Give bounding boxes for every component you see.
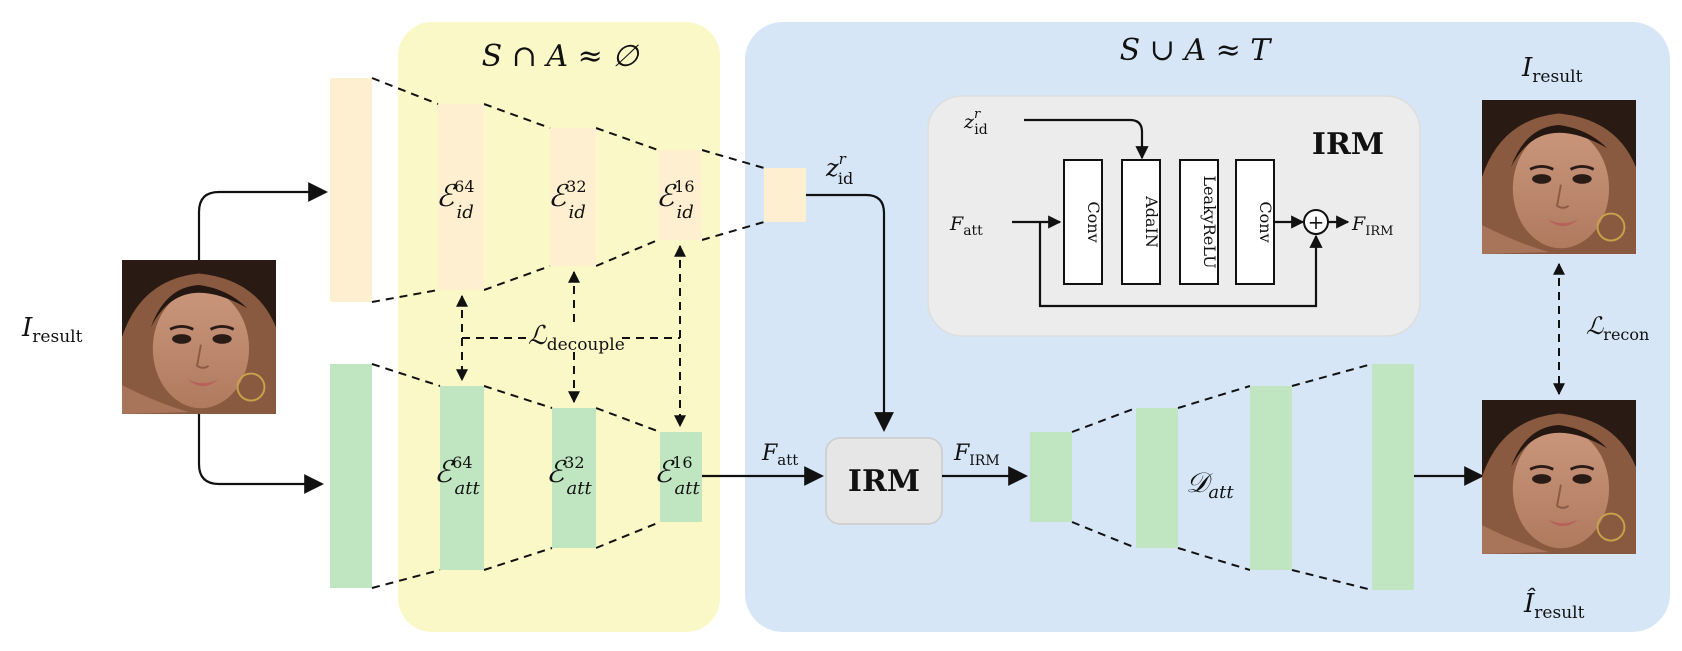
recon-loss-label: ℒrecon	[1586, 312, 1649, 344]
output-bottom-label: Îresult	[1523, 587, 1585, 623]
decoder-layer-1	[1030, 432, 1072, 522]
input-label: Iresult	[21, 313, 83, 347]
output-bottom-face-image	[1482, 400, 1636, 554]
irm-detail-f-irm-label: FIRM	[1351, 213, 1393, 239]
irm-block-label: IRM	[848, 464, 920, 499]
irm-detail-f-att-label: Fatt	[949, 213, 983, 239]
decoder-layer-3	[1250, 386, 1292, 570]
irm-layer-conv-2	[1235, 159, 1275, 285]
att-input-bar	[330, 364, 372, 588]
irm-detail-z-arrow	[1024, 118, 1149, 160]
union-title: S ∪ A ≈ T	[1120, 33, 1273, 68]
input-to-id-arrow	[197, 182, 328, 260]
z-id-to-irm-arrow	[806, 193, 894, 432]
decoder-layer-4	[1372, 364, 1414, 590]
f-att-label: Fatt	[761, 441, 798, 469]
irm-layer-adain	[1121, 159, 1161, 285]
f-irm-label: FIRM	[953, 441, 1000, 469]
irm-layer-leakyrelu-label: LeakyReLU	[1200, 175, 1219, 268]
input-to-att-arrow	[197, 414, 324, 494]
id-encoder-32	[550, 128, 596, 266]
id-encoder-16	[658, 150, 702, 240]
output-top-face-image	[1482, 100, 1636, 254]
id-input-bar	[330, 78, 372, 302]
att-encoder-32	[552, 408, 596, 548]
irm-layer-adain-label: AdaIN	[1142, 195, 1161, 248]
irm-layer-leakyrelu	[1179, 159, 1219, 285]
input-face-image	[122, 260, 276, 414]
att-encoder-64	[440, 386, 484, 570]
z-id-node	[764, 168, 806, 222]
irm-layer-conv-2-label: Conv	[1256, 201, 1275, 242]
decouple-loss-label: ℒdecouple	[528, 321, 625, 355]
decoder-layer-2	[1136, 408, 1178, 548]
irm-layer-conv-1	[1063, 159, 1103, 285]
separation-title: S ∩ A ≈ ∅	[482, 39, 641, 74]
irm-detail-panel	[927, 95, 1421, 337]
irm-layer-conv-1-label: Conv	[1084, 201, 1103, 242]
irm-detail-title: IRM	[1312, 127, 1384, 162]
irm-block	[825, 437, 943, 525]
irm-detail-skip-path	[1038, 222, 1323, 308]
output-top-label: Iresult	[1521, 53, 1583, 87]
att-encoder-16	[660, 432, 702, 522]
id-encoder-64	[438, 104, 484, 290]
irm-detail-plus-symbol: +	[1308, 210, 1325, 234]
